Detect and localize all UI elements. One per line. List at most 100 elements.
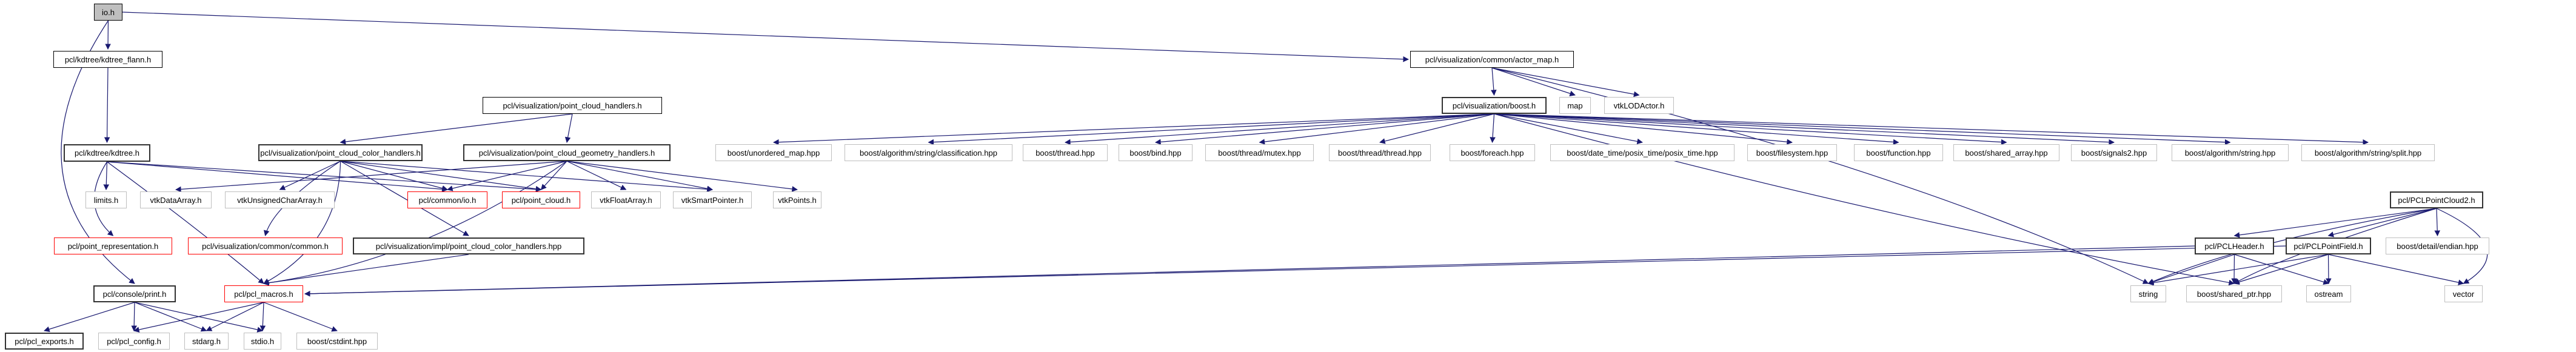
edge-geometry-to-vtkdataarray xyxy=(175,161,567,193)
edge-vboost-to-b-foreach xyxy=(1490,113,1496,143)
node-print[interactable]: pcl/console/print.h xyxy=(93,285,176,302)
edge-actor-map-to-vtklod xyxy=(1491,67,1640,98)
edge-macros-to-stdarg xyxy=(206,302,264,331)
edge-macros-to-stdio xyxy=(259,302,266,331)
node-b-sharedarray: boost/shared_array.hpp xyxy=(1953,144,2059,161)
node-cstdint: boost/cstdint.hpp xyxy=(296,333,378,350)
edge-vboost-to-shared-ptr xyxy=(1494,113,2235,286)
node-b-function: boost/function.hpp xyxy=(1854,144,1943,161)
edge-pclpc2-to-endian xyxy=(2434,208,2441,236)
node-vector: vector xyxy=(2444,285,2483,302)
node-vtkuchar: vtkUnsignedCharArray.h xyxy=(225,191,335,208)
edge-vboost-to-b-function xyxy=(1494,113,1899,145)
edge-geometry-to-vtkpoints xyxy=(566,161,798,192)
node-vboost[interactable]: pcl/visualization/boost.h xyxy=(1442,97,1547,114)
edge-vboost-to-b-unordered xyxy=(773,113,1494,145)
edge-vboost-to-b-sharedarray xyxy=(1494,113,2007,145)
edge-geometry-to-macros xyxy=(263,161,567,286)
edge-actor-map-to-map xyxy=(1491,67,1576,96)
edge-color-to-point-cloud xyxy=(340,161,542,192)
node-b-unordered: boost/unordered_map.hpp xyxy=(715,144,832,161)
node-b-thread: boost/thread.hpp xyxy=(1023,144,1108,161)
node-stdio: stdio.h xyxy=(244,333,281,350)
edge-color-to-vtkuchar xyxy=(279,161,341,190)
edge-color-to-impl-hpp xyxy=(340,161,469,236)
edge-pclpointfield-to-shared-ptr xyxy=(2233,254,2329,285)
node-actor-map[interactable]: pcl/visualization/common/actor_map.h xyxy=(1410,51,1574,68)
node-map: map xyxy=(1559,97,1591,114)
edge-kdtree-to-limits xyxy=(103,161,110,190)
node-shared-ptr: boost/shared_ptr.hpp xyxy=(2186,285,2282,302)
edge-vboost-to-b-mutex xyxy=(1259,113,1494,145)
edge-color-to-vtksmart xyxy=(340,161,713,193)
node-point-rep[interactable]: pcl/point_representation.h xyxy=(54,237,172,254)
node-pclpc2[interactable]: pcl/PCLPointCloud2.h xyxy=(2390,191,2483,208)
edge-print-to-pcl-config xyxy=(131,302,137,331)
edge-vboost-to-b-algostring xyxy=(1494,113,2231,145)
edge-actor-map-to-vboost xyxy=(1491,67,1497,96)
edge-color-to-macros xyxy=(263,161,341,284)
node-pcl-exports[interactable]: pcl/pcl_exports.h xyxy=(5,333,84,350)
edge-vboost-to-b-signals2 xyxy=(1494,113,2115,145)
edge-kdtree-flann-to-kdtree xyxy=(104,67,110,143)
node-pclheader[interactable]: pcl/PCLHeader.h xyxy=(2195,237,2274,254)
node-b-threadthread: boost/thread/thread.hpp xyxy=(1329,144,1431,161)
node-vtkpoints: vtkPoints.h xyxy=(773,191,821,208)
edge-vboost-to-b-split xyxy=(1494,113,2369,145)
node-vtkdataarray: vtkDataArray.h xyxy=(140,191,212,208)
edge-vboost-to-b-datetime xyxy=(1494,113,1643,145)
edge-kdtree-to-point-cloud xyxy=(107,161,542,193)
node-vtkfloat: vtkFloatArray.h xyxy=(591,191,661,208)
node-pclpointfield[interactable]: pcl/PCLPointField.h xyxy=(2286,237,2371,254)
node-ostream: ostream xyxy=(2306,285,2351,302)
edge-impl-hpp-to-macros xyxy=(263,254,469,286)
node-b-datetime: boost/date_time/posix_time/posix_time.hp… xyxy=(1550,144,1735,161)
edge-pclpointfield-to-vector xyxy=(2328,254,2464,285)
node-vtksmart: vtkSmartPointer.h xyxy=(673,191,752,208)
edge-pclpc2-to-pclheader xyxy=(2233,208,2437,238)
node-limits: limits.h xyxy=(85,191,127,208)
edge-vboost-to-b-bind xyxy=(1155,113,1494,145)
edge-io-to-actor-map xyxy=(122,12,1409,62)
node-common-common[interactable]: pcl/visualization/common/common.h xyxy=(188,237,343,254)
edges-group xyxy=(44,12,2488,333)
edge-print-to-stdarg xyxy=(134,302,207,332)
node-b-foreach: boost/foreach.hpp xyxy=(1450,144,1535,161)
edge-pclpc2-to-pclpointfield xyxy=(2327,208,2437,237)
node-io: io.h xyxy=(94,4,122,21)
edge-kdtree-to-macros xyxy=(107,161,264,284)
node-kdtree[interactable]: pcl/kdtree/kdtree.h xyxy=(64,144,150,162)
node-impl-hpp[interactable]: pcl/visualization/impl/point_cloud_color… xyxy=(353,237,584,254)
edge-pch-to-geometry xyxy=(564,113,573,143)
node-geometry[interactable]: pcl/visualization/point_cloud_geometry_h… xyxy=(463,144,671,161)
node-kdtree-flann[interactable]: pcl/kdtree/kdtree_flann.h xyxy=(53,51,162,68)
node-common-io[interactable]: pcl/common/io.h xyxy=(407,191,487,208)
edge-geometry-to-common-io xyxy=(447,161,567,191)
edge-geometry-to-vtksmart xyxy=(566,161,713,192)
node-string: string xyxy=(2130,285,2166,302)
edge-kdtree-to-common-io xyxy=(107,161,448,193)
node-b-filesystem: boost/filesystem.hpp xyxy=(1747,144,1837,161)
node-color[interactable]: pcl/visualization/point_cloud_color_hand… xyxy=(258,144,423,161)
edge-print-to-pcl-exports xyxy=(44,302,135,332)
node-pch[interactable]: pcl/visualization/point_cloud_handlers.h xyxy=(483,97,662,114)
edge-geometry-to-point-cloud xyxy=(540,161,567,190)
node-b-split: boost/algorithm/string/split.hpp xyxy=(2301,144,2435,161)
node-macros[interactable]: pcl/pcl_macros.h xyxy=(224,285,303,302)
edge-pclpointfield-to-macros xyxy=(304,245,2286,297)
node-endian: boost/detail/endian.hpp xyxy=(2386,237,2489,254)
node-vtklod: vtkLODActor.h xyxy=(1604,97,1674,114)
edge-pclheader-to-string xyxy=(2147,254,2235,285)
node-b-algostring: boost/algorithm/string.hpp xyxy=(2172,144,2289,161)
edge-pclpointfield-to-string xyxy=(2147,254,2329,286)
node-point-cloud[interactable]: pcl/point_cloud.h xyxy=(502,191,580,208)
node-b-mutex: boost/thread/mutex.hpp xyxy=(1205,144,1314,161)
edge-pclheader-to-shared-ptr xyxy=(2231,254,2237,284)
node-b-signals2: boost/signals2.hpp xyxy=(2071,144,2157,161)
edge-pch-to-color xyxy=(340,113,573,145)
node-pcl-config: pcl/pcl_config.h xyxy=(98,333,170,350)
edge-vboost-to-b-classification xyxy=(928,113,1494,145)
edge-geometry-to-vtkfloat xyxy=(566,161,627,190)
edge-color-to-common-io xyxy=(340,161,448,191)
